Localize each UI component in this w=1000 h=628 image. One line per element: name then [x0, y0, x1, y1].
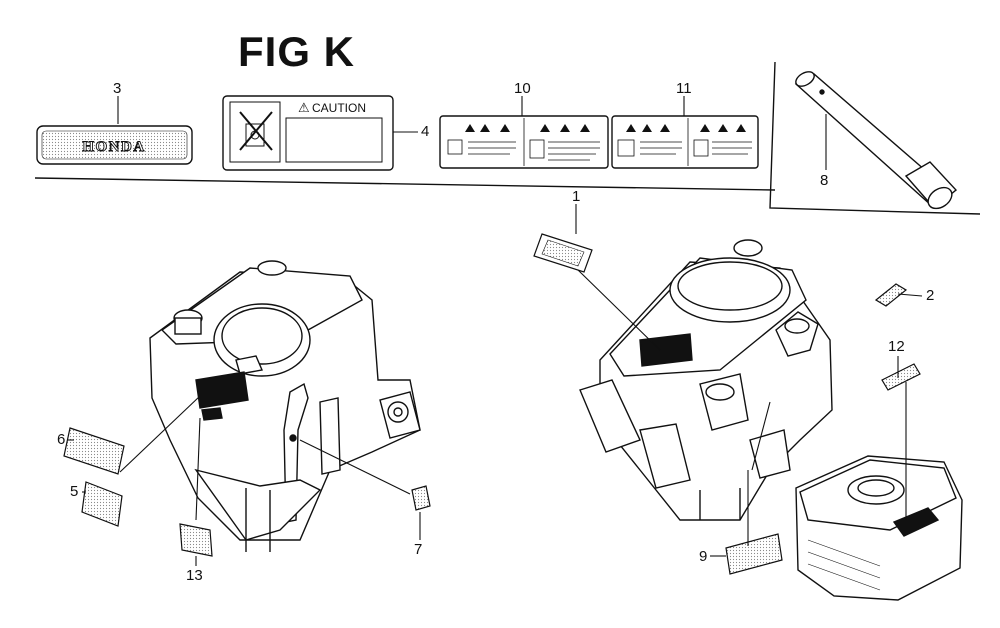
callout-6: 6 [57, 431, 66, 448]
caution-text: CAUTION [312, 101, 366, 115]
callout-3: 3 [113, 80, 122, 97]
figure-title: FIG K [238, 28, 355, 75]
part-13-decal [179, 523, 213, 557]
callout-1: 1 [572, 188, 581, 205]
right-engine-illustration [579, 239, 833, 521]
callout-10: 10 [514, 80, 531, 97]
left-engine-illustration [149, 260, 421, 552]
callout-13: 13 [186, 567, 203, 584]
callout-7: 7 [414, 541, 423, 558]
part-6-decal [63, 427, 125, 475]
callout-12: 12 [888, 338, 905, 355]
part-9-decal [725, 533, 783, 575]
brand-emblem-text: HONDA [82, 139, 145, 155]
part-11-safety-label [611, 115, 759, 169]
part-2-decal [874, 283, 908, 307]
separator-lines [34, 61, 981, 215]
callout-5: 5 [70, 483, 79, 500]
callout-4: 4 [421, 123, 430, 140]
part-12-air-cleaner-housing [795, 455, 963, 601]
small-decals [63, 233, 921, 575]
leader-lines [68, 96, 923, 566]
part-4-caution-label: ⚠ CAUTION [222, 95, 394, 171]
callout-8: 8 [820, 172, 829, 189]
part-10-safety-label [439, 115, 609, 169]
part-12-decal [881, 363, 921, 391]
part-7-decal [411, 485, 431, 511]
part-8-wrench-tube [794, 71, 958, 210]
callout-2: 2 [926, 287, 935, 304]
part-5-decal [81, 481, 123, 527]
caution-symbol: ⚠ [298, 100, 310, 115]
callout-9: 9 [699, 548, 708, 565]
part-3-brand-emblem: HONDA [36, 125, 193, 165]
callout-11: 11 [676, 80, 692, 97]
